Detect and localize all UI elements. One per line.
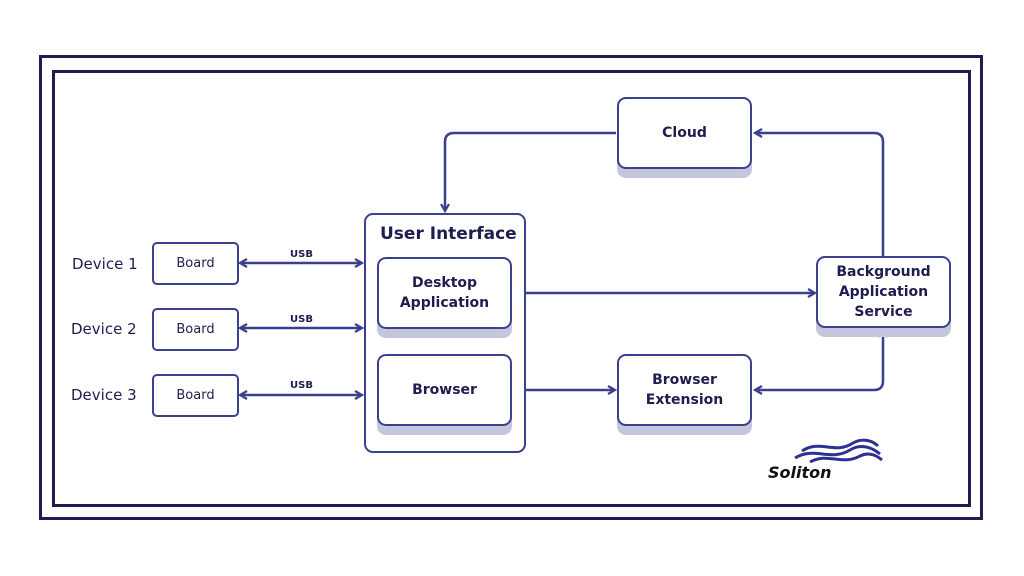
cloud-node: Cloud [617,97,752,169]
device-label: Device 1 [72,255,138,273]
cloud-to-ui-connector [445,131,616,211]
inner-frame [52,70,971,507]
browser-node: Browser [377,354,512,426]
usb-label: USB [290,249,313,260]
board-node: Board [152,242,239,285]
device-label: Device 3 [71,386,137,404]
wave-logo-icon [794,438,883,464]
extension-to-service-connector [755,330,883,390]
browser-extension-node: Browser Extension [617,354,752,426]
board-node: Board [152,308,239,351]
usb-label: USB [290,380,313,391]
device-label: Device 2 [71,320,137,338]
user-interface-title: User Interface [380,224,517,244]
soliton-logo-text: Soliton [768,463,832,482]
outer-frame [39,55,983,520]
board-node: Board [152,374,239,417]
background-service-node: Background Application Service [816,256,951,328]
desktop-application-node: Desktop Application [377,257,512,329]
usb-label: USB [290,314,313,325]
service-to-cloud-connector [755,133,885,256]
